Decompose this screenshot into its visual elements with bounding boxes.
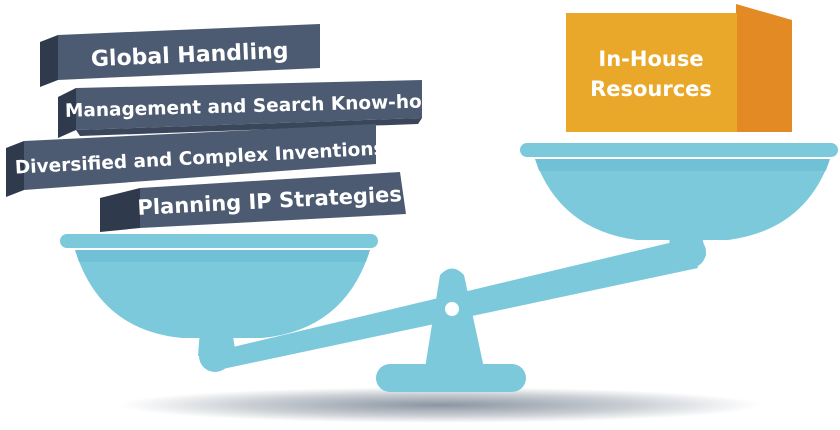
right-pan-hanger bbox=[668, 236, 706, 256]
right-pan-bowl bbox=[535, 159, 830, 240]
left-pan-hanger bbox=[198, 330, 236, 356]
right-pan-shade bbox=[535, 159, 830, 171]
right-pan-rim bbox=[520, 143, 838, 157]
block-global-handling: Global Handling bbox=[40, 24, 320, 87]
ground-shadow bbox=[120, 387, 760, 423]
block-diversified-inventions: Diversified and Complex Inventions bbox=[6, 124, 385, 197]
left-pan-rim bbox=[60, 234, 378, 248]
left-pan-bowl bbox=[75, 250, 370, 338]
pivot-base bbox=[376, 364, 526, 392]
pivot-hole bbox=[445, 302, 459, 316]
box-label-line1: In-House bbox=[598, 47, 703, 71]
box-label-line2: Resources bbox=[590, 77, 712, 101]
left-pan-shade bbox=[75, 250, 370, 262]
left-block-stack: Global Handling Management and Search Kn… bbox=[6, 24, 439, 232]
in-house-resources-box: In-House Resources bbox=[566, 4, 792, 132]
block-planning-ip: Planning IP Strategies bbox=[100, 172, 406, 232]
pivot-stand bbox=[425, 268, 484, 368]
box-front-face bbox=[566, 13, 737, 132]
box-side-face bbox=[736, 4, 792, 132]
block-management-search: Management and Search Know-how bbox=[58, 80, 439, 138]
